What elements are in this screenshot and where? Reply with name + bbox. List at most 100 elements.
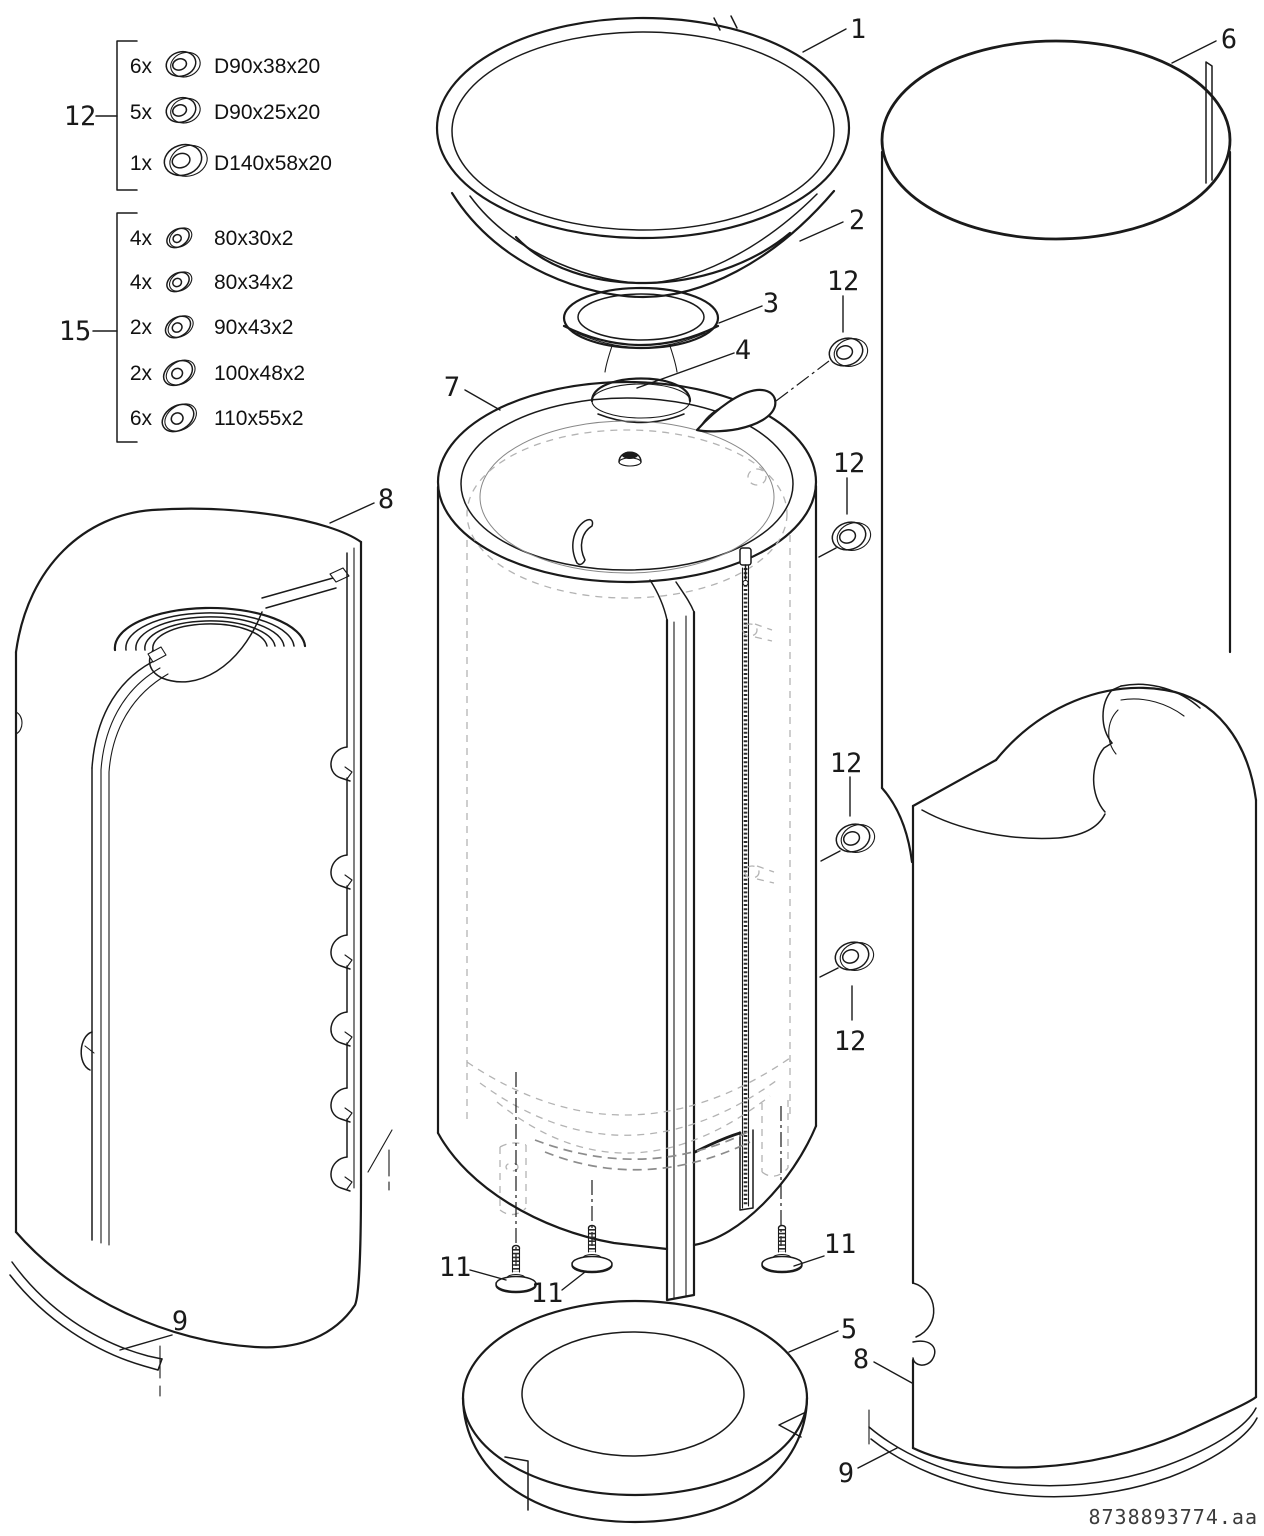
legend-qty: 5x: [130, 101, 153, 124]
callout-12-grommet: 12: [834, 1026, 867, 1057]
foot-centerlines: [515, 1072, 782, 1266]
legend-size: D90x38x20: [214, 55, 320, 78]
callout-8-shell: 8: [853, 1344, 869, 1375]
callout-12-grommet: 12: [833, 448, 866, 479]
part-trim-strip-left: [9, 1261, 163, 1397]
legend-group-washers: 15 4x 80x30x2 4x 80x34x2 2x 90x43x2 2x 1…: [59, 212, 305, 443]
leader-9b: [857, 1447, 898, 1469]
leader-1: [802, 28, 847, 53]
part-tank-jacket: 7: [436, 372, 818, 1302]
leader-2: [799, 221, 844, 242]
document-number: 8738893774.aa: [1088, 1505, 1258, 1529]
lid-seam-notch: [713, 15, 738, 31]
legend-qty: 2x: [130, 316, 153, 339]
callout-11-foot: 11: [531, 1278, 564, 1309]
sleeve-seam: [1205, 61, 1213, 184]
part-base-ring: 5: [461, 1299, 857, 1524]
leader-11a: [469, 1269, 507, 1281]
callout-5-base-ring: 5: [841, 1314, 857, 1345]
grommet-icon: [831, 521, 872, 551]
part-shell-left: 8 9: [9, 484, 394, 1397]
hidden-fitting: [747, 468, 767, 486]
ring-notch-left: [504, 1456, 529, 1511]
shell-recess: [113, 606, 307, 683]
callout-12-grommet: 12: [827, 266, 860, 297]
zipper-slider: [739, 547, 752, 566]
legend-qty: 1x: [130, 152, 153, 175]
callout-11-foot: 11: [824, 1229, 857, 1260]
hidden-tank-bottom: [466, 1057, 791, 1216]
jacket-flap: [665, 610, 696, 1302]
pipe-spout: [695, 388, 777, 433]
legend-size: 80x30x2: [214, 227, 293, 250]
legend-label-15: 15: [59, 316, 92, 347]
callout-4-cap: 4: [735, 335, 751, 366]
shell-cutout-arc: [921, 809, 1106, 840]
callout-8-shell: 8: [378, 484, 394, 515]
jacket-bottom-left: [436, 1131, 669, 1251]
callout-9-trim: 9: [838, 1458, 854, 1489]
strip-end-mark: [367, 1129, 393, 1173]
leader-6: [1171, 40, 1217, 64]
hidden-tank-rim: [466, 429, 788, 599]
diagram-grommets: 12 12 12 12: [775, 266, 876, 1057]
tank-sensor-cap: [618, 451, 642, 467]
callout-12-grommet: 12: [830, 748, 863, 779]
washer-icon: [166, 227, 193, 249]
washer-icon: [166, 271, 193, 293]
legend-qty: 6x: [130, 55, 153, 78]
leader-3: [718, 305, 763, 324]
part-shell-right: 8 9: [838, 683, 1258, 1498]
legend-size: 100x48x2: [214, 362, 305, 385]
ring-notch-right: [778, 1411, 807, 1438]
grommet-icon: [163, 143, 208, 177]
shell-notched-edge: [330, 552, 353, 1192]
grommet-icon: [834, 941, 875, 971]
adjustable-foot: [571, 1224, 613, 1274]
legend-size: 110x55x2: [214, 407, 304, 430]
shell-cable-channel: [80, 646, 169, 1246]
grommet-icon: [828, 337, 869, 367]
legend-size: 80x34x2: [214, 271, 293, 294]
shell-step-notch: [1092, 683, 1201, 813]
washer-icon: [161, 403, 197, 433]
leader-8a: [329, 502, 375, 524]
jacket-zipper: [693, 547, 754, 1211]
legend-bracket-15: [116, 212, 138, 443]
tank-hook: [572, 518, 594, 566]
leader-11c: [793, 1255, 825, 1267]
hidden-pipe-stubs: [742, 623, 775, 884]
legend-qty: 4x: [130, 227, 153, 250]
grommet-icon: [835, 823, 876, 853]
grommet-icon: [165, 96, 201, 124]
legend-label-12: 12: [64, 101, 97, 132]
part-collar-ring: 3: [562, 286, 779, 350]
callout-1-lid-cover: 1: [850, 14, 866, 45]
leader-8b: [873, 1361, 913, 1384]
legend-qty: 4x: [130, 271, 153, 294]
washer-icon: [162, 359, 196, 387]
tank-top-edge: [479, 420, 775, 574]
legend-qty: 2x: [130, 362, 153, 385]
legend-qty: 6x: [130, 407, 153, 430]
jacket-bottom-right: [692, 1124, 818, 1247]
callout-7-jacket: 7: [444, 372, 460, 403]
callout-6-sleeve: 6: [1221, 24, 1237, 55]
leader-7: [464, 389, 501, 411]
part-trim-strip-right: [868, 1407, 1258, 1498]
shell-edge-clip: [912, 1340, 936, 1366]
hidden-jacket-edges: [466, 535, 791, 1125]
callout-2-lid-insulation: 2: [849, 205, 865, 236]
jacket-sides: [436, 484, 818, 1135]
callout-3-collar: 3: [763, 288, 779, 319]
part-lid-insulation-edge: [514, 231, 792, 285]
legend-group-grommets: 12 6x D90x38x20 5x D90x25x20 1x D140x58x…: [64, 40, 332, 191]
shell-edge-notch: [912, 1282, 935, 1338]
part-outer-sleeve: 6: [880, 24, 1237, 790]
part-top-cap: 4: [590, 335, 751, 424]
jacket-rim-inner: [460, 397, 794, 571]
grommet-icon: [165, 50, 201, 78]
shell-bottom-edge: [14, 1183, 363, 1349]
